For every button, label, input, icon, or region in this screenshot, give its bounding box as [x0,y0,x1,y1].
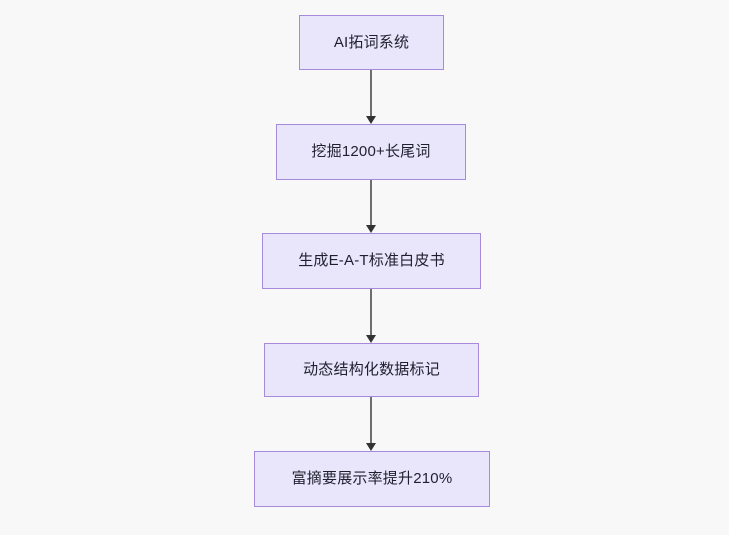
arrowhead-icon [366,335,376,343]
arrowhead-icon [366,225,376,233]
flow-node-dynamic-structured-data-markup[interactable]: 动态结构化数据标记 [264,343,479,397]
connector-node-1-to-node-2 [365,70,377,124]
connector-line [370,397,372,444]
flow-node-label: 动态结构化数据标记 [303,361,440,378]
flow-node-label: AI拓词系统 [333,33,410,51]
flow-node-mine-longtail-keywords[interactable]: 挖掘1200+长尾词 [276,124,466,180]
flow-node-rich-snippet-impression-lift[interactable]: 富摘要展示率提升210% [254,451,490,507]
connector-line [370,70,372,117]
flow-node-ai-keyword-system[interactable]: AI拓词系统 [299,15,444,70]
connector-line [370,289,372,336]
flow-node-generate-eat-whitepaper[interactable]: 生成E-A-T标准白皮书 [262,233,481,289]
arrowhead-icon [366,443,376,451]
flow-node-label: 挖掘1200+长尾词 [311,143,431,160]
connector-node-4-to-node-5 [365,397,377,451]
flow-node-label: 生成E-A-T标准白皮书 [298,252,445,269]
connector-node-2-to-node-3 [365,180,377,233]
connector-node-3-to-node-4 [365,289,377,343]
flow-node-label: 富摘要展示率提升210% [291,470,453,487]
arrowhead-icon [366,116,376,124]
connector-line [370,180,372,226]
